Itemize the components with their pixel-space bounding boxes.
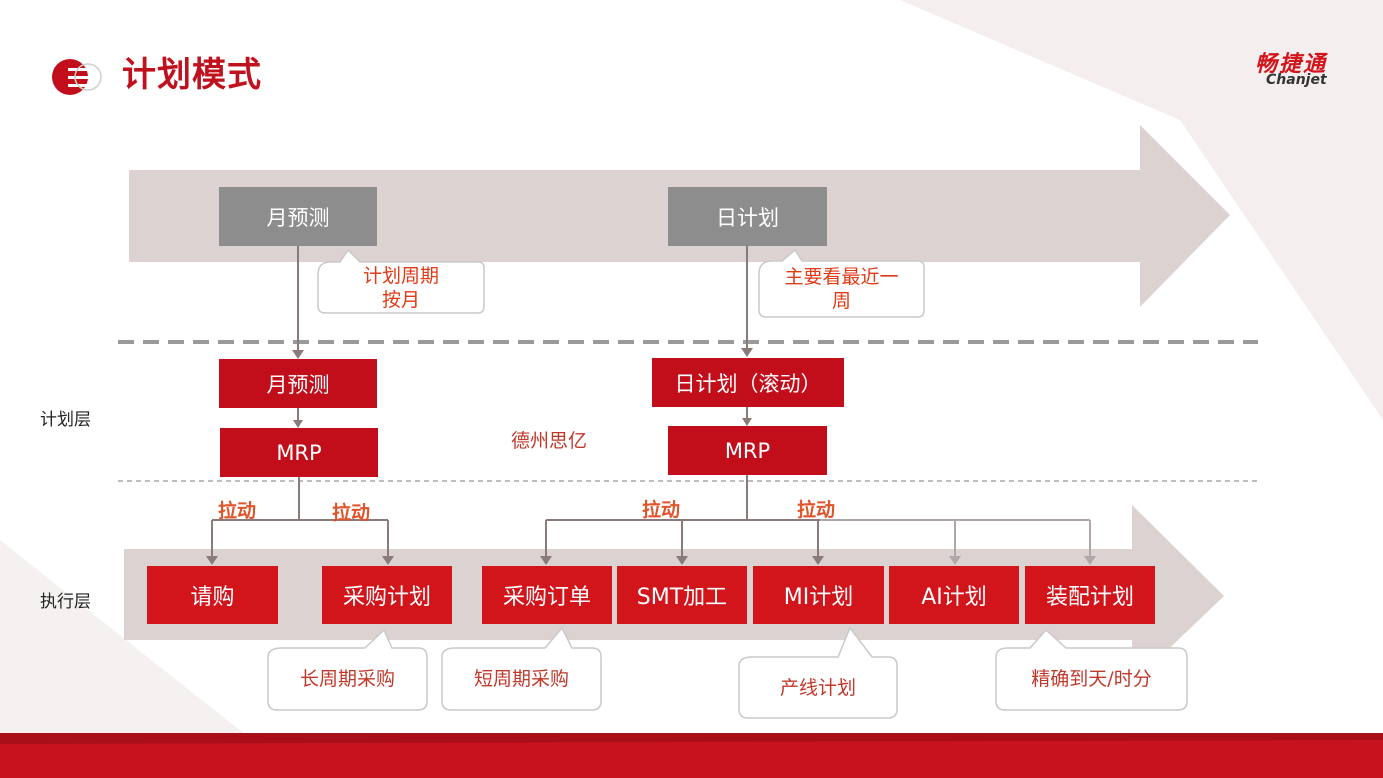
callout-shapes — [267, 248, 1188, 719]
callout-long-shape — [267, 628, 428, 711]
callout-month-line2: 按月 — [381, 288, 420, 311]
pull-label-2: 拉动 — [332, 502, 371, 524]
connectors-day-light — [820, 519, 1091, 558]
callout-long-cycle: 长周期采购 — [299, 668, 395, 690]
top-box-month-forecast: 月预测 — [219, 187, 377, 246]
brand-logo: 畅捷通 Chanjet — [1236, 46, 1356, 94]
pull-label-4: 拉动 — [797, 499, 836, 521]
title-bullet-icon — [52, 59, 104, 95]
exec-box-ai-plan: AI计划 — [889, 566, 1019, 624]
exec-box-mi-plan: MI计划 — [753, 566, 884, 624]
arrowheads-day — [540, 348, 824, 565]
exec-box-purchase-order: 采购订单 — [482, 566, 612, 624]
note-text: 德州思亿 — [511, 430, 588, 452]
connectors-day — [545, 246, 820, 558]
callout-day-shape — [758, 248, 925, 318]
layer-label-plan: 计划层 — [40, 410, 91, 430]
callout-precise-shape — [995, 628, 1188, 711]
connectors-month — [211, 246, 389, 558]
pull-label-1: 拉动 — [218, 500, 257, 522]
callout-day-line2: 周 — [831, 290, 851, 312]
pull-label-3: 拉动 — [642, 499, 681, 521]
callout-month-shape — [317, 248, 485, 314]
callout-line-plan: 产线计划 — [779, 676, 856, 699]
callout-month-line1: 计划周期 — [362, 264, 439, 287]
callout-short-cycle: 短周期采购 — [473, 668, 569, 690]
bg-shape-bottom-left — [0, 540, 300, 778]
callout-short-shape — [441, 626, 602, 711]
top-box-daily-plan: 日计划 — [668, 187, 827, 246]
footer-band-shadow — [0, 733, 1383, 744]
callout-day: 主要看最近一 周 — [759, 261, 924, 317]
callout-line-shape — [738, 626, 898, 719]
plan-box-month-mrp: MRP — [220, 428, 378, 477]
callout-month: 计划周期 按月 — [318, 262, 484, 313]
exec-box-requisition: 请购 — [147, 566, 278, 624]
arrowheads-month — [206, 350, 394, 565]
plan-box-month-forecast: 月预测 — [219, 359, 377, 408]
exec-box-smt: SMT加工 — [617, 566, 747, 624]
layer-label-exec: 执行层 — [40, 592, 91, 612]
exec-box-purchase-plan: 采购计划 — [322, 566, 452, 624]
exec-box-assembly-plan: 装配计划 — [1025, 566, 1155, 624]
logo-text-en: Chanjet — [1266, 72, 1327, 88]
callout-day-line1: 主要看最近一 — [784, 266, 899, 288]
arrowheads-day-light — [949, 556, 1096, 565]
bg-shape-top-right — [900, 0, 1383, 420]
page-title: 计划模式 — [122, 55, 262, 95]
plan-box-daily-rolling: 日计划（滚动） — [652, 358, 844, 407]
logo-text-cn: 畅捷通 — [1254, 52, 1327, 77]
callout-precise: 精确到天/时分 — [1031, 668, 1152, 690]
plan-box-day-mrp: MRP — [668, 426, 827, 475]
